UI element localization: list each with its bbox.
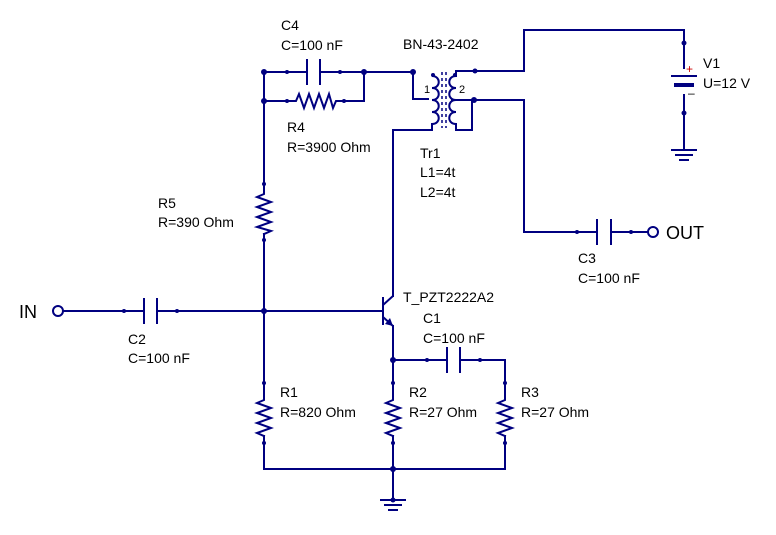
output-port-label: OUT [666,223,704,243]
q1-name: T_PZT2222A2 [403,289,494,305]
tr1-secondary-winding [448,75,457,125]
r3-name: R3 [521,384,539,400]
r4-value: R=3900 Ohm [287,139,371,155]
junction-dot [472,68,478,74]
junction-dot [261,98,267,104]
resistor-r5: R5 R=390 Ohm [158,182,274,242]
r1-value: R=820 Ohm [280,404,356,420]
output-port: OUT [647,223,704,243]
transistor-q1: T_PZT2222A2 [382,289,494,327]
junction-dot [681,110,687,116]
tr1-core-label: BN-43-2402 [403,36,479,52]
output-port-terminal [647,226,659,238]
c4-value: C=100 nF [281,37,343,53]
v1-name: V1 [703,55,720,71]
input-port: IN [19,302,64,322]
r3-value: R=27 Ohm [521,404,589,420]
tr1-name: Tr1 [420,145,441,161]
r1-name: R1 [280,384,298,400]
r4-name: R4 [287,119,305,135]
resistor-r3: R3 R=27 Ohm [495,381,589,445]
c2-name: C2 [128,331,146,347]
input-port-terminal [52,305,64,317]
junctions [261,40,687,503]
wire-collector [392,123,433,297]
tr1-primary-winding [431,75,440,125]
capacitor-c2: C2 C=100 nF [122,298,190,366]
transformer-tr1: 1 2 BN-43-2402 Tr1 L1=4t L2=4t [403,36,479,200]
ground-symbol [380,499,406,511]
input-port-label: IN [19,302,37,322]
v1-plus-sign: + [686,62,693,76]
junction-dot [681,40,687,46]
junction-dot [471,97,477,103]
junction-dot [390,466,396,472]
junction-dot [361,69,367,75]
voltage-source-v1: + – V1 U=12 V [671,55,751,100]
capacitor-c3: C3 C=100 nF [575,219,640,286]
resistor-r2: R2 R=27 Ohm [383,381,477,445]
r2-value: R=27 Ohm [409,404,477,420]
tr1-pin1: 1 [424,84,430,96]
wire-tr-bottom-right [455,99,473,131]
wire-tr-top-right [455,29,685,77]
resistor-r1: R1 R=820 Ohm [254,381,356,445]
wire-r4 [263,71,365,102]
wire-tr-out [451,99,598,233]
c2-value: C=100 nF [128,350,190,366]
c4-name: C4 [281,17,299,33]
junction-dot [410,69,416,75]
tr1-pin2: 2 [459,84,465,96]
r2-name: R2 [409,384,427,400]
v1-value: U=12 V [703,75,751,91]
resistor-r4: R4 R=3900 Ohm [285,90,371,155]
junction-dot [390,357,396,363]
ground-symbol [671,149,697,161]
c3-name: C3 [578,250,596,266]
c3-value: C=100 nF [578,270,640,286]
wire-tr-top-left [412,71,429,100]
junction-dot [261,69,267,75]
capacitor-c4: C4 C=100 nF [281,17,343,85]
tr1-l1: L1=4t [420,164,456,180]
capacitor-c1: C1 C=100 nF [423,310,485,373]
wires [63,29,685,501]
tr1-l2: L2=4t [420,184,456,200]
c1-value: C=100 nF [423,330,485,346]
r5-value: R=390 Ohm [158,214,234,230]
c1-name: C1 [423,310,441,326]
junction-dot [261,308,267,314]
r5-name: R5 [158,195,176,211]
v1-minus-sign: – [688,86,695,100]
